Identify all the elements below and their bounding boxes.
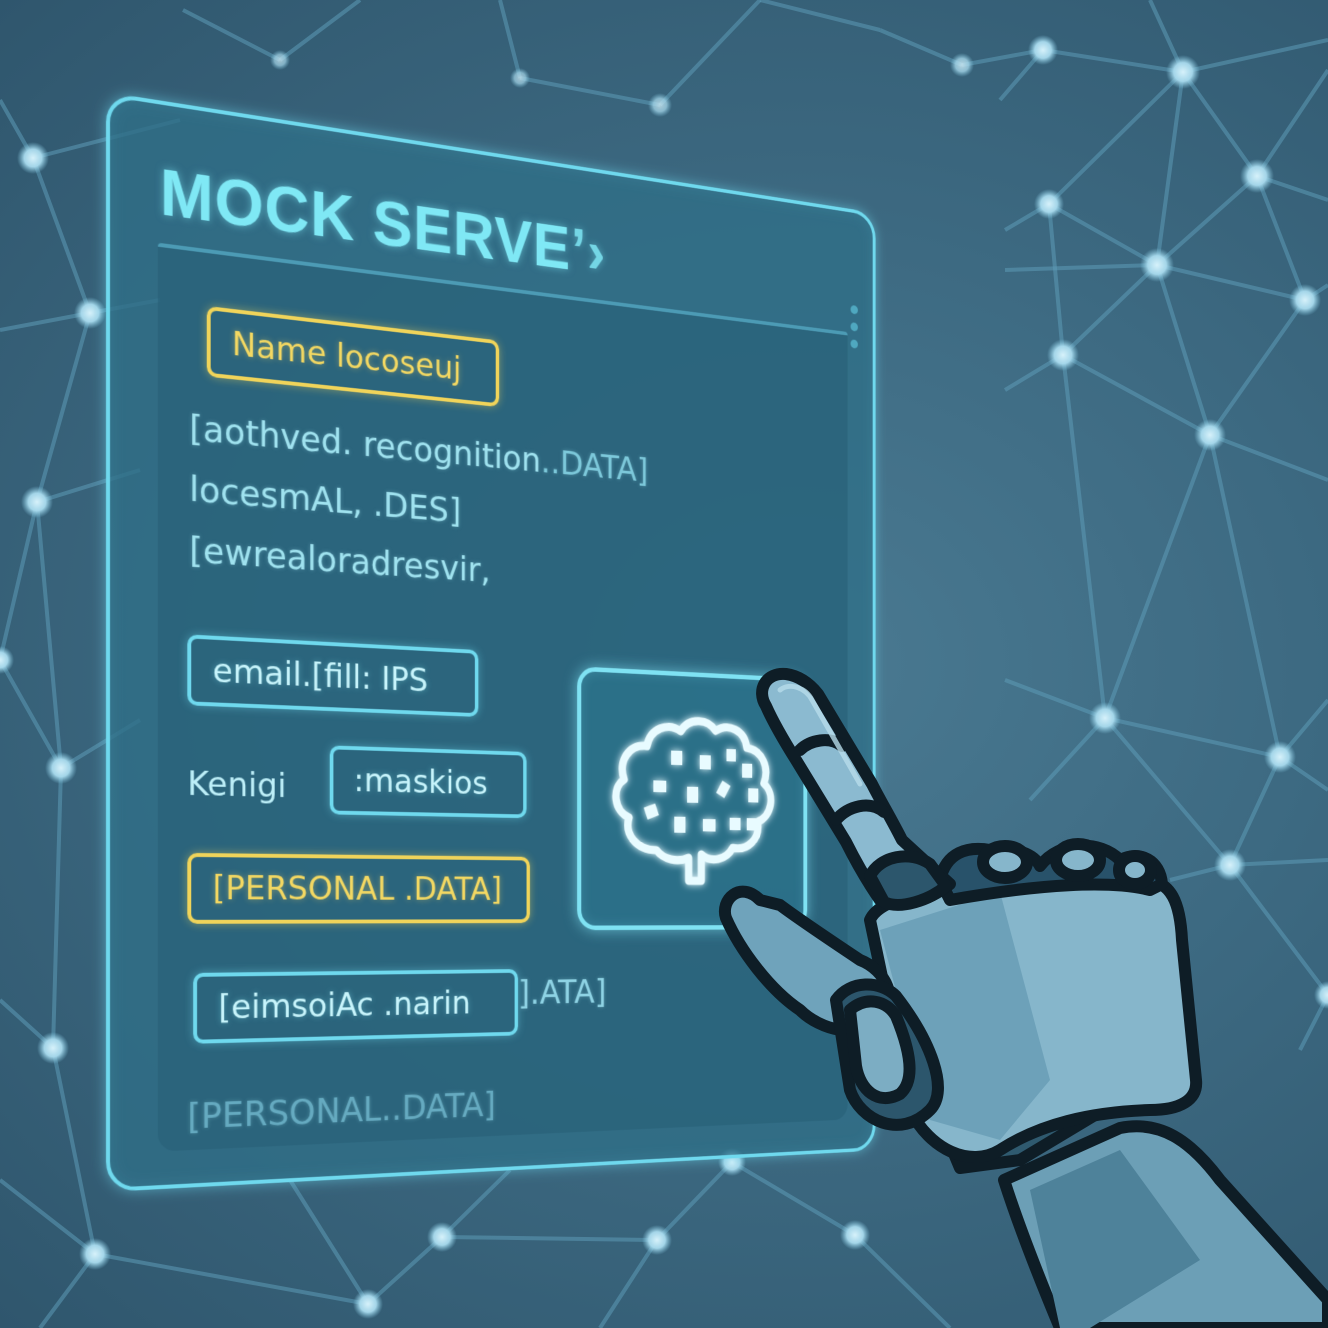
email-field-value: email.[fill: IPS <box>213 651 428 699</box>
ewrealor-line: [ewrealoradresvir, <box>189 530 490 590</box>
redacted-overflow-text: ].ATA] <box>518 973 606 1012</box>
locesmal-line: locesmAL, .DES] <box>189 469 461 531</box>
name-field-value: Name locoseuj <box>232 325 462 389</box>
personal-data-field[interactable]: [PERSONAL .DATA] <box>187 853 530 924</box>
name-field[interactable]: Name locoseuj <box>207 306 499 407</box>
menu-dot <box>851 339 858 349</box>
window-title-glitch: ’› <box>571 215 606 287</box>
pointing-finger <box>750 660 950 920</box>
masking-field-value: :maskios <box>354 761 488 802</box>
masking-field[interactable]: :maskios <box>330 745 527 818</box>
personal-data-value: [PERSONAL .DATA] <box>213 869 502 908</box>
redacted-data-value: [eimsoiAc .narin <box>218 985 470 1028</box>
masking-label: Kenigi <box>187 764 286 805</box>
form-content-area: Name locoseuj [aothved. recognition..DAT… <box>158 243 848 1152</box>
recognition-line-suffix: ..DATA] <box>541 443 648 490</box>
vertical-dots-icon[interactable] <box>851 305 858 349</box>
personal-data-footer-line: [PERSONAL..DATA] <box>187 1086 495 1138</box>
email-field[interactable]: email.[fill: IPS <box>187 634 478 717</box>
menu-dot <box>851 322 858 332</box>
menu-dot <box>851 305 858 315</box>
recognition-line-prefix: [aothved. recognition <box>189 408 541 480</box>
redacted-data-field[interactable]: [eimsoiAc .narin <box>193 969 518 1044</box>
mock-server-window: MOCK SERVE’› Name locoseuj [aothved. rec… <box>106 92 876 1192</box>
